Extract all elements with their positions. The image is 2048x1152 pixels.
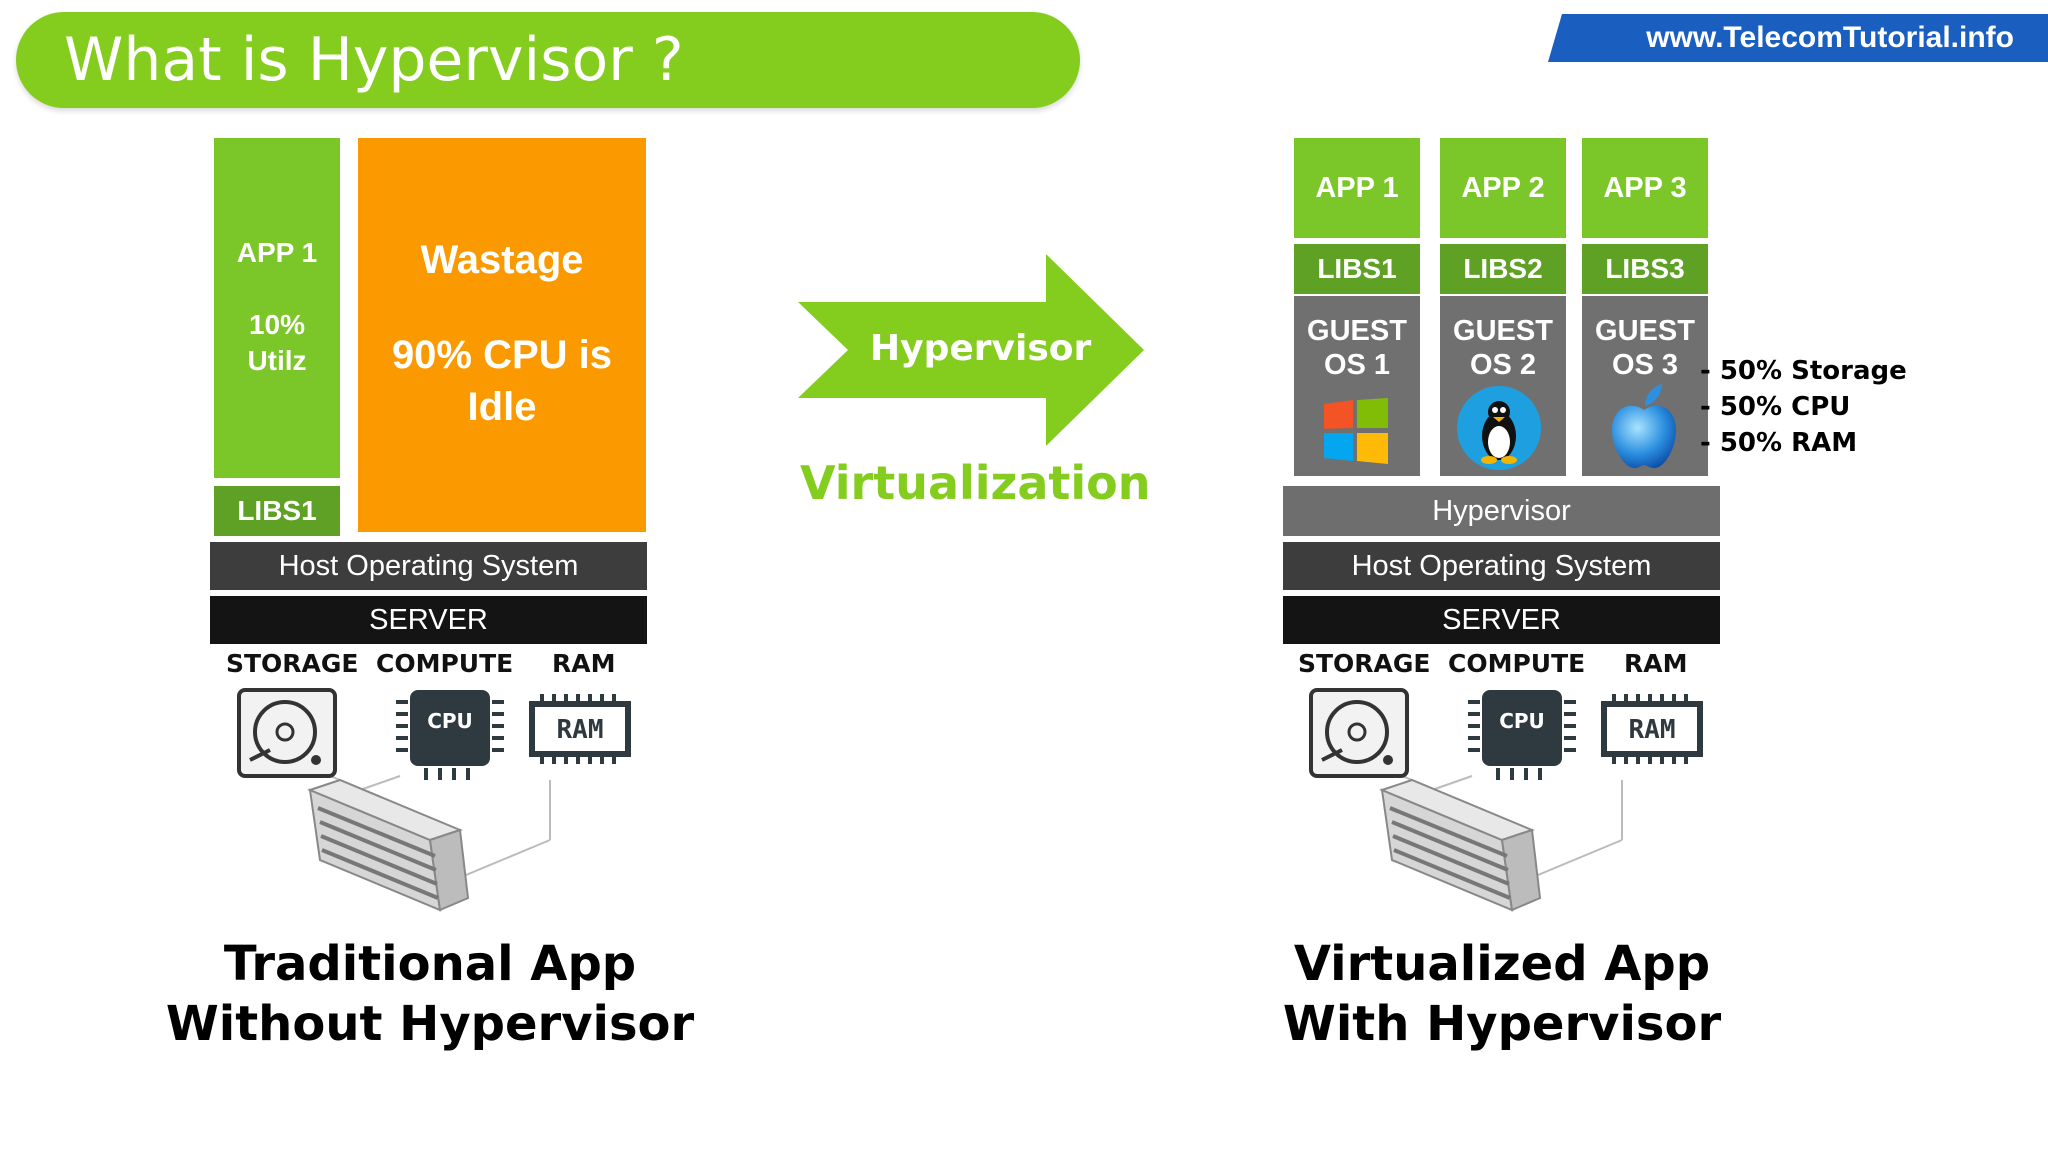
right-ram-chip-label: RAM — [1629, 715, 1676, 745]
page-title: What is Hypervisor ? — [16, 12, 1080, 108]
storage-label: STORAGE — [226, 649, 359, 678]
vm2-app-box: APP 2 — [1440, 138, 1566, 238]
vm1-libs-box: LIBS1 — [1294, 244, 1420, 294]
wastage-box: Wastage 90% CPU is Idle — [358, 138, 646, 532]
arrow-label: Hypervisor — [870, 328, 1092, 369]
right-server-label: SERVER — [1442, 603, 1561, 636]
right-ram-chip-icon: RAM — [1601, 694, 1703, 764]
left-caption-line1: Traditional App — [223, 936, 637, 992]
hard-disk-icon — [237, 688, 337, 778]
vm1-app-box: APP 1 — [1294, 138, 1420, 238]
right-compute-label: COMPUTE — [1448, 649, 1586, 678]
ram-chip-icon: RAM — [529, 694, 631, 764]
right-caption-line2: With Hypervisor — [1282, 996, 1722, 1052]
left-caption: Traditional App Without Hypervisor — [150, 934, 710, 1054]
left-caption-line2: Without Hypervisor — [165, 996, 695, 1052]
hypervisor-bar: Hypervisor — [1283, 486, 1720, 536]
host-os-label: Host Operating System — [278, 549, 579, 582]
vm3-guest-label-2: OS 3 — [1611, 349, 1679, 381]
cpu-chip-icon: CPU — [396, 690, 504, 780]
vm3-app-label: APP 3 — [1603, 171, 1687, 204]
stat-cpu: - 50% CPU — [1700, 392, 1851, 422]
windows-logo-icon — [1324, 398, 1388, 464]
apple-logo-icon — [1612, 384, 1676, 469]
wastage-title: Wastage — [420, 237, 584, 282]
site-url-banner[interactable]: www.TelecomTutorial.info — [1548, 14, 2048, 62]
right-host-os-label: Host Operating System — [1351, 549, 1652, 582]
vm1-guest-label-2: OS 1 — [1323, 349, 1391, 381]
stat-storage: - 50% Storage — [1700, 356, 1907, 386]
virtualization-label: Virtualization — [800, 456, 1151, 510]
linux-penguin-icon — [1457, 386, 1541, 470]
ram-chip-label: RAM — [557, 715, 604, 745]
app1-label: APP 1 — [236, 237, 318, 268]
server-label: SERVER — [369, 603, 488, 636]
vm2-app-label: APP 2 — [1461, 171, 1545, 204]
vm1-guest-label-1: GUEST — [1307, 315, 1407, 347]
hypervisor-arrow-icon — [798, 254, 1144, 446]
right-caption-line1: Virtualized App — [1293, 936, 1711, 992]
host-os-bar: Host Operating System — [210, 542, 647, 590]
utilization-label: 10% Utilz — [247, 309, 307, 376]
vm2-libs-box: LIBS2 — [1440, 244, 1566, 294]
right-hard-disk-icon — [1309, 688, 1409, 778]
right-storage-label: STORAGE — [1298, 649, 1431, 678]
compute-label: COMPUTE — [376, 649, 514, 678]
right-caption: Virtualized App With Hypervisor — [1222, 934, 1782, 1054]
right-ram-label: RAM — [1624, 649, 1688, 678]
wastage-text: 90% CPU is Idle — [391, 332, 613, 429]
vm2-libs-label: LIBS2 — [1463, 253, 1543, 284]
vm3-libs-label: LIBS3 — [1605, 253, 1685, 284]
rack-server-icon — [307, 778, 470, 912]
app1-box: APP 1 10% Utilz — [214, 138, 340, 478]
vm2-guest-label-1: GUEST — [1453, 315, 1553, 347]
vm1-libs-label: LIBS1 — [1317, 253, 1397, 284]
libs1-box: LIBS1 — [214, 486, 340, 536]
server-hardware-illustration: CPU RAM — [237, 688, 631, 912]
right-cpu-chip-label: CPU — [1499, 709, 1545, 733]
vm2-guest-os-box: GUEST OS 2 — [1440, 296, 1566, 476]
vm3-guest-label-1: GUEST — [1595, 315, 1695, 347]
right-server-bar: SERVER — [1283, 596, 1720, 644]
right-rack-server-icon — [1379, 778, 1542, 912]
stat-ram: - 50% RAM — [1700, 428, 1858, 458]
server-bar: SERVER — [210, 596, 647, 644]
right-cpu-chip-icon: CPU — [1468, 690, 1576, 780]
right-host-os-bar: Host Operating System — [1283, 542, 1720, 590]
cpu-chip-label: CPU — [427, 709, 473, 733]
vm3-libs-box: LIBS3 — [1582, 244, 1708, 294]
libs1-label: LIBS1 — [237, 495, 317, 526]
vm2-guest-label-2: OS 2 — [1469, 349, 1537, 381]
ram-label: RAM — [552, 649, 616, 678]
vm3-app-box: APP 3 — [1582, 138, 1708, 238]
hypervisor-bar-label: Hypervisor — [1432, 494, 1571, 527]
vm1-app-label: APP 1 — [1315, 171, 1399, 204]
right-server-hardware-illustration: CPU RAM — [1309, 688, 1703, 912]
